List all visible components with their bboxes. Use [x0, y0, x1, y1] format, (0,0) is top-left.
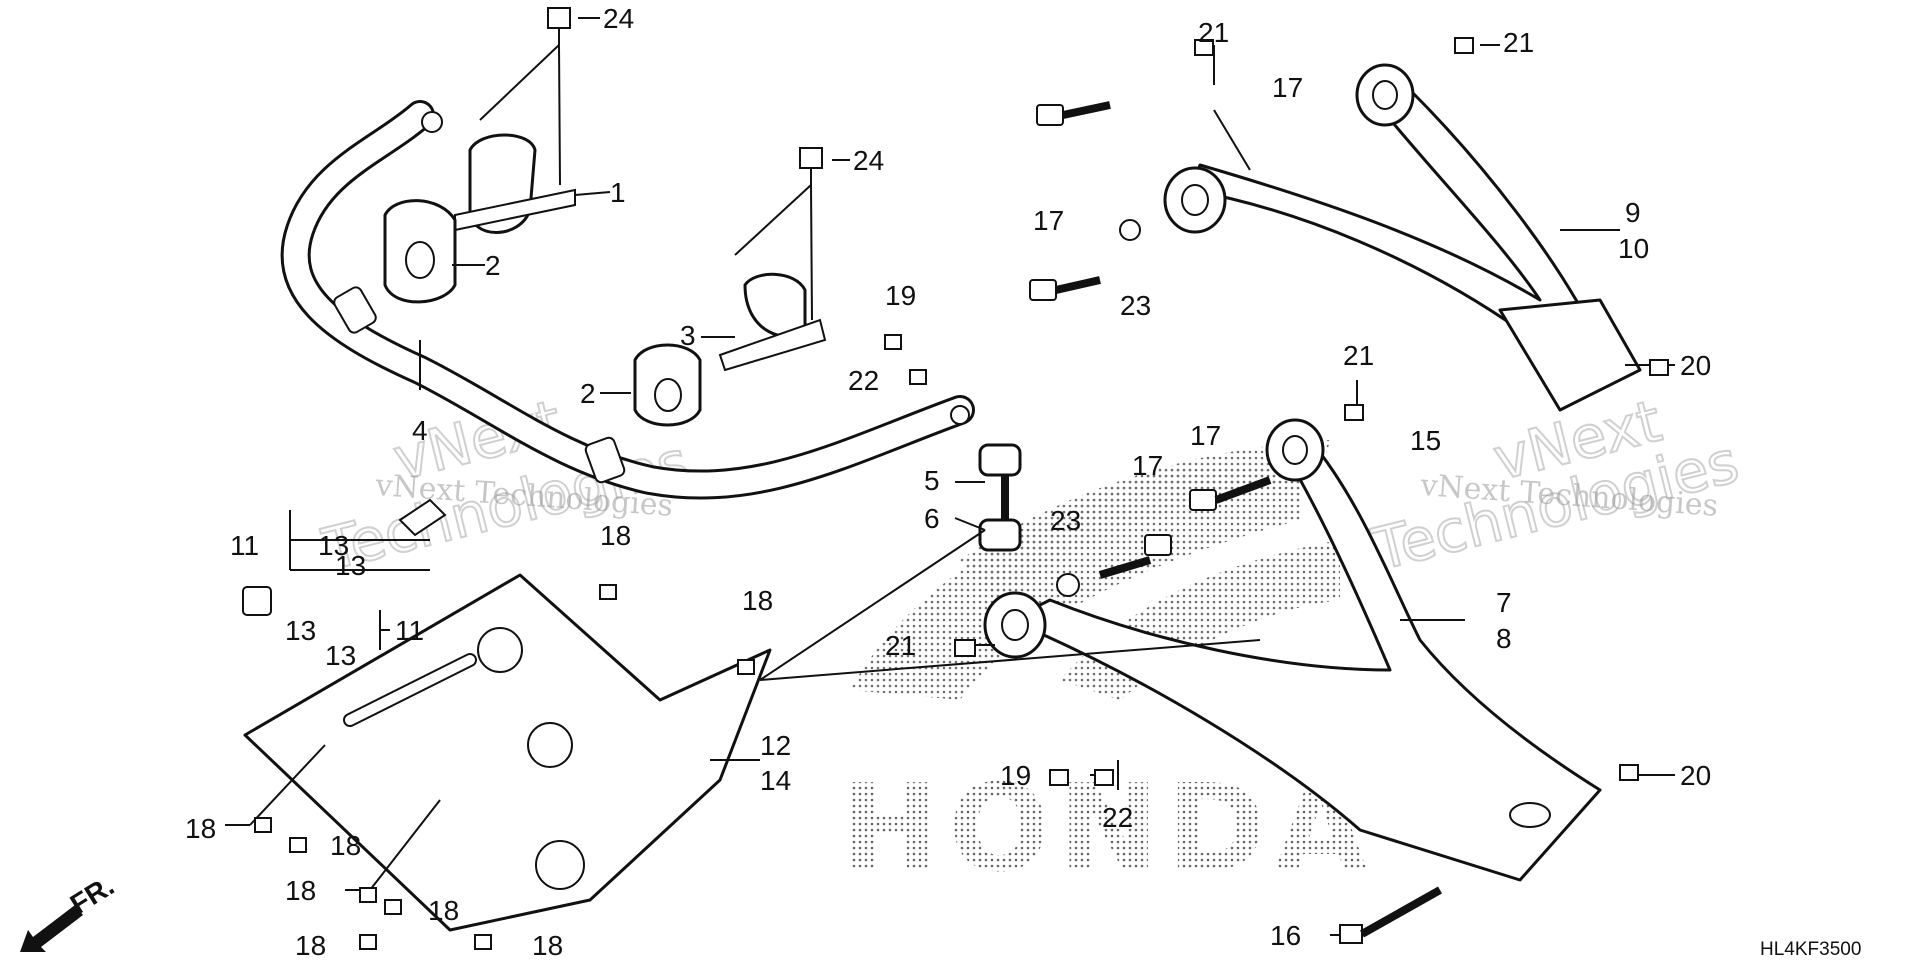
- callout-21: 21: [1198, 17, 1229, 48]
- callout-6: 6: [924, 503, 940, 534]
- callout-22: 22: [848, 365, 879, 396]
- callout-17: 17: [1033, 205, 1064, 236]
- callout-18: 18: [330, 830, 361, 861]
- bushing-holder-upper: [454, 133, 576, 234]
- callout-18: 18: [285, 875, 316, 906]
- bolt-24-upper: [547, 7, 571, 45]
- callout-21: 21: [885, 630, 916, 661]
- callout-7: 7: [1496, 587, 1512, 618]
- front-direction-arrow-icon: FR.: [20, 870, 119, 952]
- callout-4: 4: [412, 415, 428, 446]
- callout-21: 21: [1343, 340, 1374, 371]
- callout-23: 23: [1050, 505, 1081, 536]
- callout-13: 13: [285, 615, 316, 646]
- callout-3: 3: [680, 320, 696, 351]
- callout-11: 11: [395, 615, 424, 646]
- stabilizer-bar: [280, 100, 975, 500]
- callout-13: 13: [325, 640, 356, 671]
- bushing-lower: [633, 343, 702, 427]
- callout-19: 19: [1000, 760, 1031, 791]
- stabilizer-link: [978, 443, 1022, 552]
- callout-12: 12: [760, 730, 791, 761]
- callout-20: 20: [1680, 760, 1711, 791]
- callout-18: 18: [428, 895, 459, 926]
- callouts: 24 1 2 24 19 3 22 2 4 5 6 21 21 17 17 23…: [185, 3, 1711, 960]
- callout-17: 17: [1190, 420, 1221, 451]
- nut-11-upper: [398, 498, 447, 537]
- callout-24: 24: [853, 145, 884, 176]
- callout-18: 18: [742, 585, 773, 616]
- callout-14: 14: [760, 765, 791, 796]
- bushing-holder-lower: [718, 272, 827, 372]
- upper-arm: [1163, 63, 1642, 412]
- callout-1: 1: [610, 177, 626, 208]
- nut-11-lower: [242, 586, 272, 616]
- callout-18: 18: [600, 520, 631, 551]
- callout-17: 17: [1272, 72, 1303, 103]
- callout-20: 20: [1680, 350, 1711, 381]
- callout-10: 10: [1618, 233, 1649, 264]
- callout-16: 16: [1270, 920, 1301, 951]
- leader-lines: [225, 17, 1675, 936]
- callout-21: 21: [1503, 27, 1534, 58]
- callout-18: 18: [185, 813, 216, 844]
- callout-15: 15: [1410, 425, 1441, 456]
- callout-17: 17: [1132, 450, 1163, 481]
- skid-plate: [243, 573, 772, 932]
- callout-13: 13: [318, 530, 349, 561]
- callout-18: 18: [532, 930, 563, 960]
- callout-19: 19: [885, 280, 916, 311]
- watermark-right: vNext Technologies vNext Technologies: [1365, 386, 1746, 585]
- callout-13: 13: [335, 550, 366, 581]
- callout-8: 8: [1496, 623, 1512, 654]
- callout-24: 24: [603, 3, 634, 34]
- bolt-24-lower: [799, 147, 823, 185]
- callout-2: 2: [580, 378, 596, 409]
- callout-2: 2: [485, 250, 501, 281]
- reference-code: HL4KF3500: [1760, 939, 1861, 960]
- lower-arm: [983, 418, 1602, 882]
- callout-22: 22: [1102, 802, 1133, 833]
- callout-11: 11: [230, 530, 259, 561]
- callout-5: 5: [924, 465, 940, 496]
- fasteners: [254, 37, 1669, 950]
- callout-9: 9: [1625, 197, 1641, 228]
- bushing-upper: [383, 199, 457, 304]
- callout-23: 23: [1120, 290, 1151, 321]
- callout-18: 18: [295, 930, 326, 960]
